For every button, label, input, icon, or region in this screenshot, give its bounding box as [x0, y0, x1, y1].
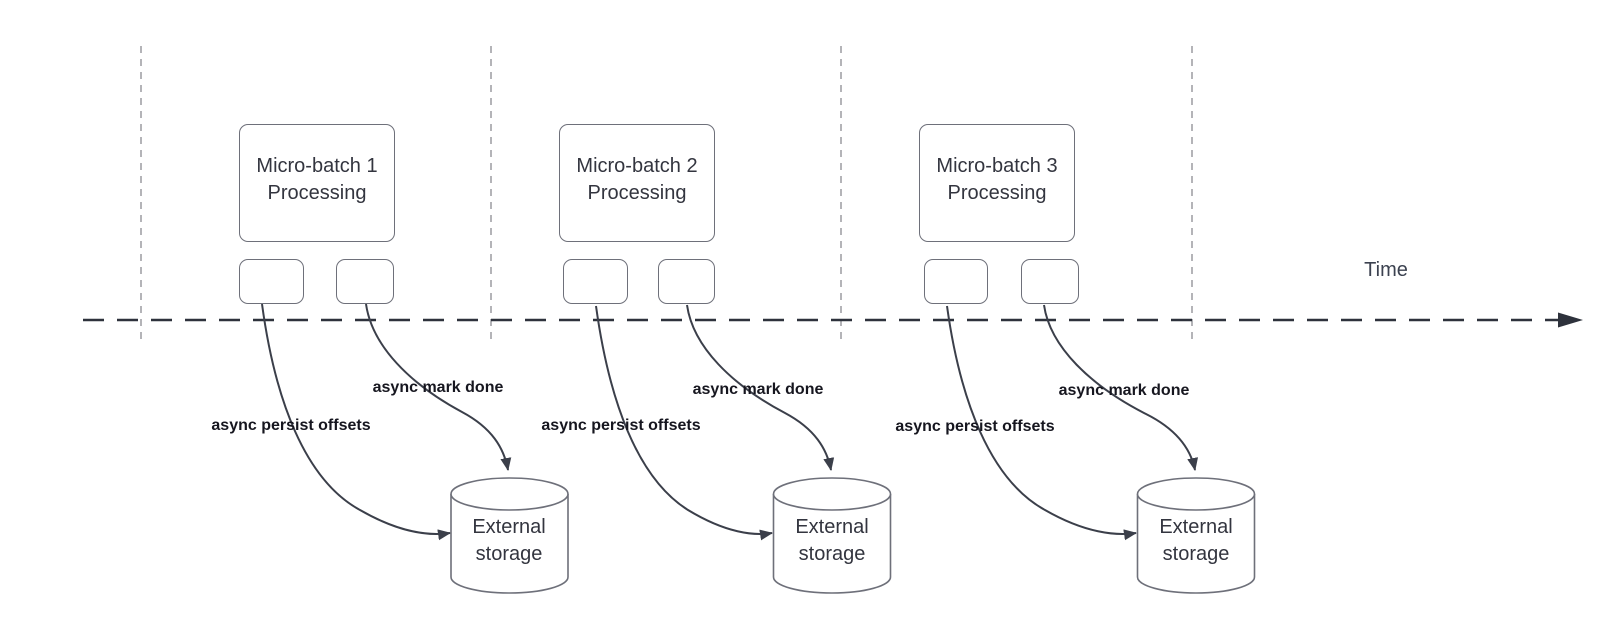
time-axis-arrowhead [1558, 312, 1583, 328]
async-mark-done-label: async mark done [1058, 382, 1190, 399]
async-mark-done-arrow [686, 304, 835, 471]
async-persist-offsets-arrow [261, 303, 451, 541]
async-mark-done-arrow [1043, 304, 1199, 471]
async-persist-offsets-label: async persist offsets [895, 418, 1055, 435]
microbatch-processing-box: Micro-batch 3 Processing [919, 124, 1075, 242]
async-persist-offsets-label: async persist offsets [541, 417, 701, 434]
external-storage-cylinder [1136, 477, 1256, 594]
external-storage-cylinder [772, 477, 892, 594]
external-storage-label: External storage [1159, 516, 1233, 565]
time-axis-label: Time [1364, 259, 1408, 281]
microbatch-processing-box: Micro-batch 2 Processing [559, 124, 715, 242]
async-mark-done-label: async mark done [372, 379, 504, 396]
async-mark-done-label: async mark done [692, 381, 824, 398]
sub-task-box-left [239, 259, 304, 304]
sub-task-box-left [563, 259, 628, 304]
microbatch-processing-box: Micro-batch 1 Processing [239, 124, 395, 242]
async-persist-offsets-arrow [595, 305, 773, 541]
async-mark-done-arrow [365, 303, 512, 471]
sub-task-box-right [658, 259, 715, 304]
sub-task-box-right [1021, 259, 1079, 304]
async-persist-offsets-label: async persist offsets [211, 417, 371, 434]
sub-task-box-right [336, 259, 394, 304]
external-storage-cylinder [450, 477, 569, 594]
sub-task-box-left [924, 259, 988, 304]
external-storage-label: External storage [795, 516, 869, 565]
async-persist-offsets-arrow [946, 305, 1137, 541]
external-storage-label: External storage [472, 516, 546, 565]
